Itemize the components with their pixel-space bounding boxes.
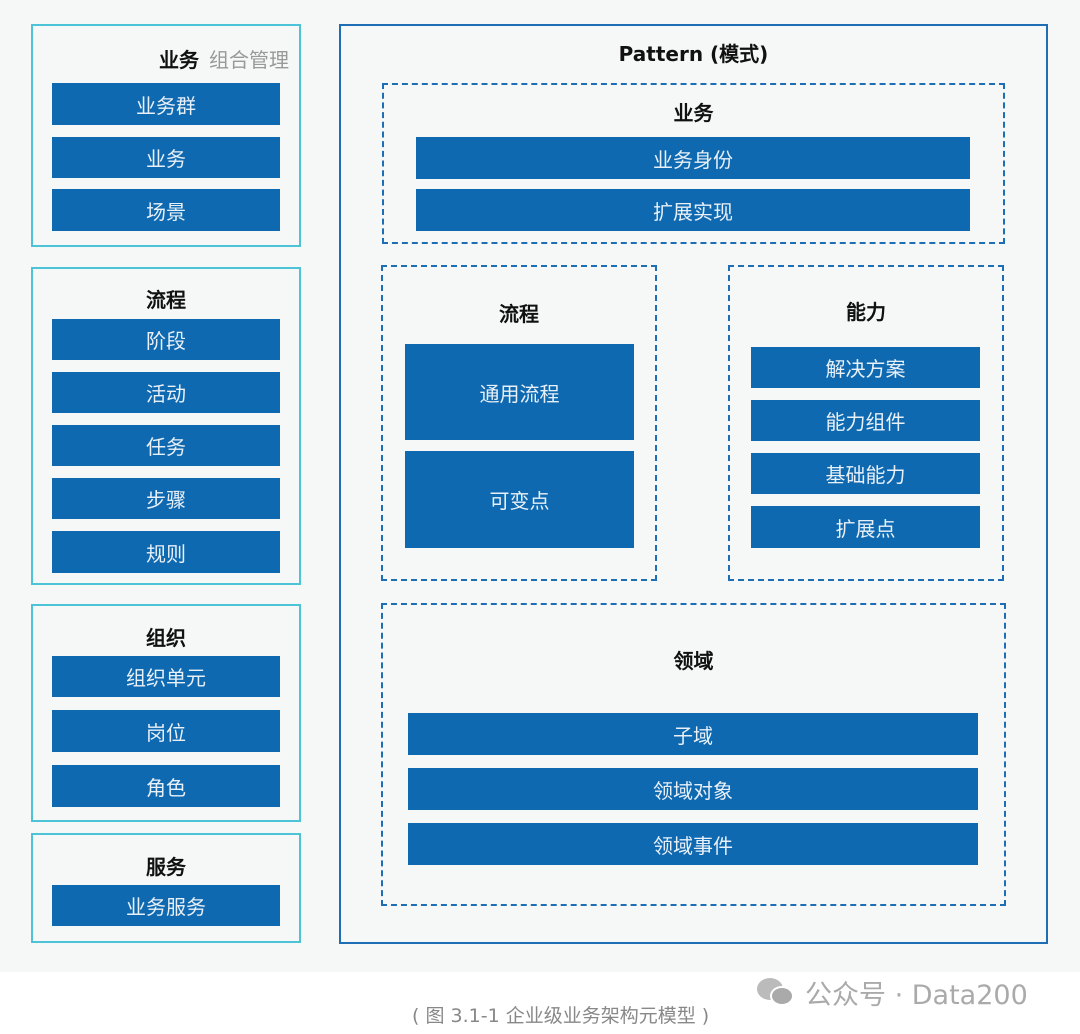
pattern-business-title: 业务 [673, 101, 714, 125]
element-box: 可变点 [405, 451, 634, 548]
pattern-panel [339, 24, 1048, 944]
element-box: 规则 [52, 531, 280, 573]
element-box: 解决方案 [751, 347, 980, 388]
element-box: 能力组件 [751, 400, 980, 441]
business-panel-title: 业务组合管理 [31, 44, 289, 73]
pattern-process-title: 流程 [499, 302, 539, 326]
element-box: 领域对象 [408, 768, 978, 810]
business-subtitle: 组合管理 [209, 48, 289, 72]
pattern-business-group [382, 83, 1005, 244]
process-panel-title: 流程 [146, 288, 186, 312]
element-box: 阶段 [52, 319, 280, 360]
wechat-icon [757, 978, 794, 1006]
process-panel [31, 267, 301, 585]
watermark: 公众号 · Data200 [755, 972, 1028, 1012]
element-box: 业务 [52, 137, 280, 178]
business-title: 业务 [159, 48, 199, 72]
pattern-process-group [381, 265, 657, 581]
service-panel-title: 服务 [146, 855, 186, 879]
service-panel [31, 833, 301, 943]
element-box: 扩展实现 [416, 189, 970, 231]
element-box: 业务服务 [52, 885, 280, 926]
element-box: 角色 [52, 765, 280, 807]
organization-panel [31, 604, 301, 822]
element-box: 领域事件 [408, 823, 978, 865]
element-box: 基础能力 [751, 453, 980, 494]
element-box: 业务群 [52, 83, 280, 125]
element-box: 活动 [52, 372, 280, 413]
element-box: 步骤 [52, 478, 280, 519]
pattern-domain-title: 领域 [673, 649, 714, 673]
organization-panel-title: 组织 [146, 626, 186, 650]
element-box: 组织单元 [52, 656, 280, 697]
watermark-text: 公众号 · Data200 [805, 979, 1028, 1011]
figure-caption: ( 图 3.1-1 企业级业务架构元模型 ) [412, 1005, 710, 1027]
pattern-capability-title: 能力 [846, 300, 886, 324]
element-box: 通用流程 [405, 344, 634, 440]
pattern-capability-group [728, 265, 1004, 581]
element-box: 业务身份 [416, 137, 970, 179]
business-portfolio-panel [31, 24, 301, 247]
pattern-title: Pattern (模式) [618, 42, 769, 66]
element-box: 任务 [52, 425, 280, 466]
element-box: 扩展点 [751, 506, 980, 548]
element-box: 场景 [52, 189, 280, 231]
element-box: 岗位 [52, 710, 280, 752]
pattern-domain-group [381, 603, 1006, 906]
element-box: 子域 [408, 713, 978, 755]
